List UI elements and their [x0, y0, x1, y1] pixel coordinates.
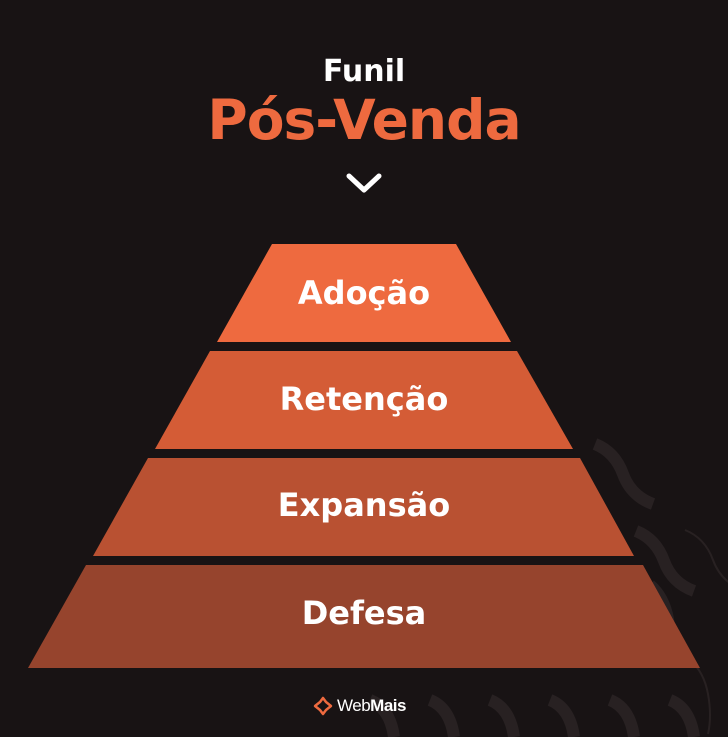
funnel-layer-expansao	[93, 458, 634, 556]
webmais-logo-icon	[313, 696, 333, 716]
funnel-label-defesa: Defesa	[301, 594, 427, 632]
brand-name-bold: Mais	[370, 696, 406, 715]
funnel-layer-defesa	[28, 565, 700, 668]
title-line-1: Funil	[322, 54, 406, 89]
brand-name-light: Web	[337, 696, 371, 715]
funnel-layer-adocao	[217, 244, 511, 342]
page-title: Pós-Venda	[207, 88, 521, 152]
funnel-label-expansao: Expansão	[277, 486, 451, 524]
funnel-layer-retencao	[155, 351, 573, 449]
chevron-down-icon	[346, 173, 382, 193]
funnel-label-adocao: Adoção	[297, 274, 431, 312]
webmais-logo: WebMais	[313, 694, 406, 718]
brand-name: WebMais	[337, 696, 406, 716]
funnel-label-retencao: Retenção	[279, 380, 449, 418]
